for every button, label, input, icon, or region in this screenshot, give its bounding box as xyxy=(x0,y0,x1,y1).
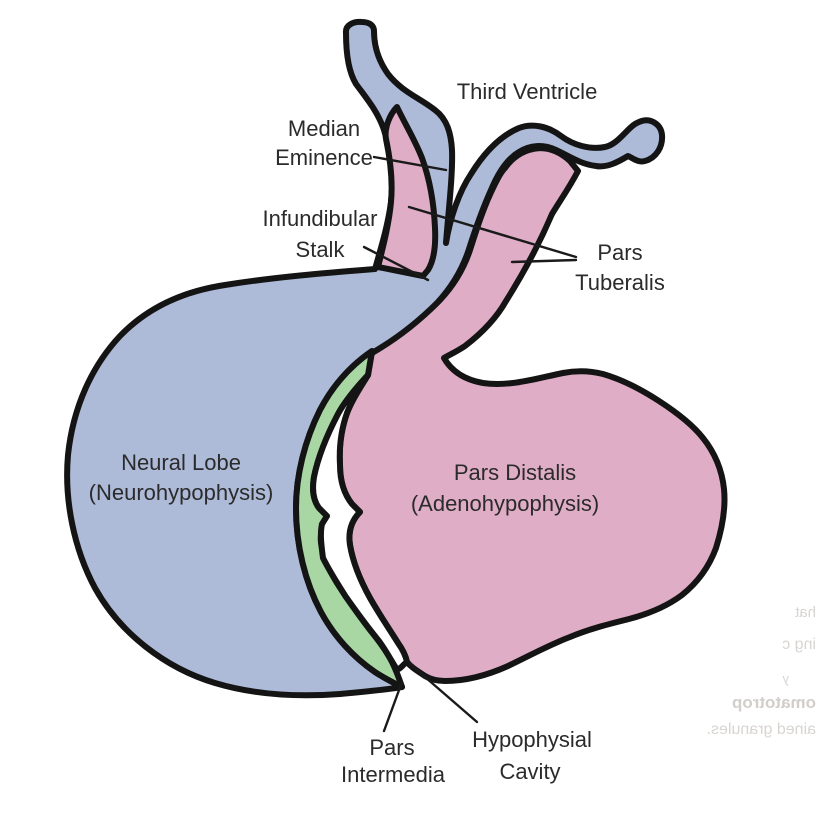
median-eminence-leader-line xyxy=(372,155,448,172)
ghost-text-block: hat ing c y omatotrop ained granules. xyxy=(707,604,816,738)
neural-lobe-region xyxy=(64,18,666,699)
infundibular-stalk-label-line1: Infundibular xyxy=(263,206,378,231)
hypophysial-cavity-leader-line xyxy=(408,662,479,724)
pars-intermedia-leader-line xyxy=(382,680,404,733)
hypophysial-cavity-label-line1: Hypophysial xyxy=(472,727,592,752)
neural-lobe-label-line1: Neural Lobe xyxy=(121,450,241,475)
pars-intermedia-label-line2: Intermedia xyxy=(341,762,446,787)
pars-tuberalis-left-region xyxy=(375,104,439,279)
median-eminence-label-line1: Median xyxy=(288,116,360,141)
infundibular-stalk-label-line2: Stalk xyxy=(296,237,346,262)
third-ventricle-label: Third Ventricle xyxy=(457,79,598,104)
median-eminence-label-line2: Eminence xyxy=(275,145,373,170)
pars-tuberalis-label-line1: Pars xyxy=(597,240,642,265)
ghost-text-line: ained granules. xyxy=(707,721,816,738)
pars-distalis-label-line2: (Adenohypophysis) xyxy=(411,491,599,516)
infundibular-stalk-leader-line xyxy=(362,245,430,282)
hypophysial-cavity-region xyxy=(310,372,410,673)
neural-lobe-label-line2: (Neurohypophysis) xyxy=(89,480,274,505)
ghost-text-line: hat xyxy=(794,604,816,621)
ghost-text-line: ing c xyxy=(782,636,816,653)
ghost-text-mark: y xyxy=(782,671,789,686)
pars-tuberalis-leader-line-lower xyxy=(510,258,578,264)
pars-tuberalis-label-line2: Tuberalis xyxy=(575,270,665,295)
pars-intermedia-label-line1: Pars xyxy=(369,735,414,760)
hypophysial-cavity-label-line2: Cavity xyxy=(499,759,560,784)
pars-tuberalis-leader-line-upper xyxy=(407,205,578,259)
pars-distalis-label-line1: Pars Distalis xyxy=(454,460,576,485)
ghost-text-line: omatotrop xyxy=(732,693,816,712)
